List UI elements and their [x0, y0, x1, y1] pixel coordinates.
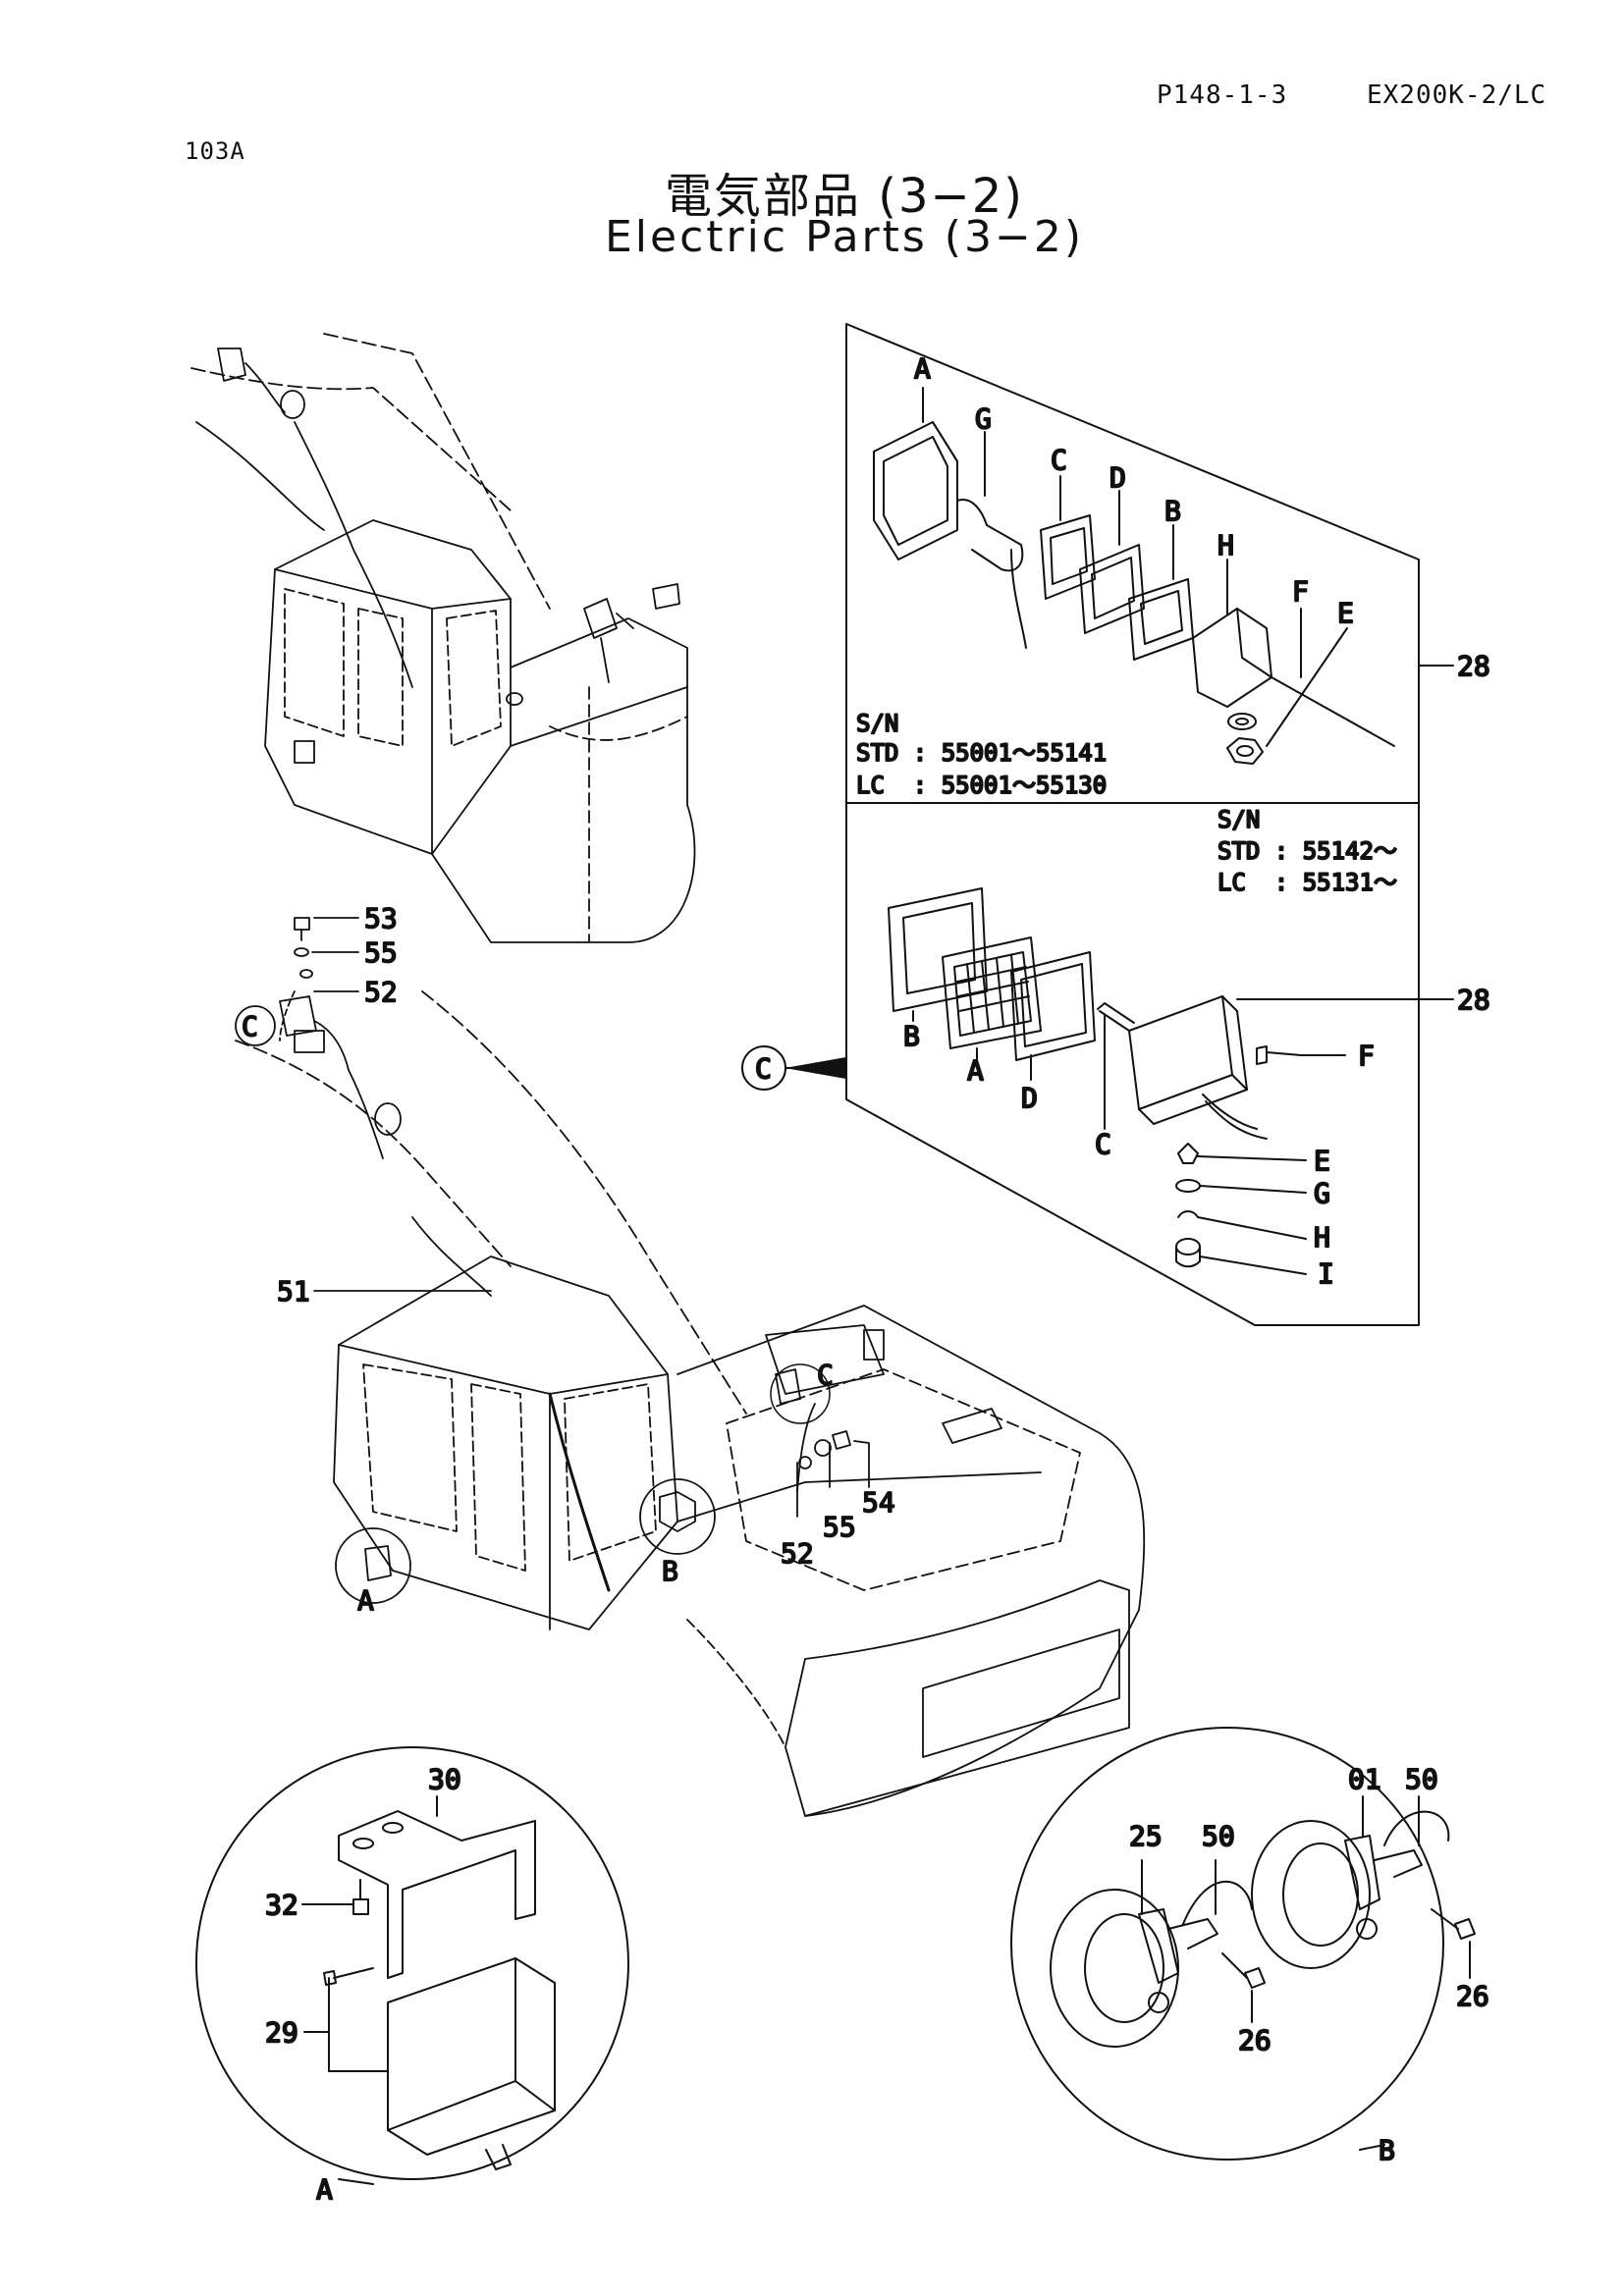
detail-b-part-50-left: 50 [1202, 1820, 1235, 1852]
upper-sn-std: STD : 55001～55141 [856, 739, 1107, 767]
title-english: Electric Parts (3−2) [605, 212, 1084, 262]
upper-label-e: E [1337, 597, 1354, 629]
title-japanese: 電気部品 (3−2) [664, 169, 1024, 224]
lower-label-c: C [1095, 1128, 1111, 1160]
upper-label-c: C [1051, 444, 1067, 476]
upper-sn-lc: LC : 55001～55130 [856, 772, 1107, 799]
upper-assy-number: 28 [1457, 650, 1490, 682]
detail-b-part-26-right: 26 [1456, 1980, 1489, 2012]
detail-a-label: A [316, 2173, 333, 2206]
ref-a: A [357, 1584, 374, 1617]
lower-assy-number: 28 [1457, 984, 1490, 1016]
upper-label-f: F [1292, 575, 1309, 608]
detail-a-part-29: 29 [265, 2016, 298, 2049]
part-52-top: 52 [364, 976, 398, 1008]
lower-label-h: H [1314, 1221, 1330, 1254]
callout-c-label: C [755, 1052, 772, 1085]
part-55-top: 55 [364, 936, 398, 969]
upper-label-b: B [1164, 495, 1181, 527]
detail-a: 30 32 29 A [195, 1746, 629, 2207]
upper-label-d: D [1109, 461, 1126, 494]
detail-a-part-32: 32 [265, 1889, 298, 1921]
detail-a-part-30: 30 [428, 1763, 461, 1795]
lower-label-e: E [1314, 1145, 1330, 1177]
upper-label-a: A [914, 352, 931, 385]
lower-sn-std: STD : 55142～ [1217, 837, 1397, 865]
part-54: 54 [862, 1486, 895, 1519]
upper-cab-drawing [190, 333, 696, 943]
upper-label-h: H [1217, 529, 1234, 561]
part-52-bottom: 52 [781, 1537, 814, 1570]
model-number: EX200K-2/LC [1367, 80, 1547, 110]
lower-label-a: A [967, 1054, 984, 1087]
detail-b-part-01: 01 [1348, 1763, 1381, 1795]
page-code: P148-1-3 [1157, 80, 1288, 110]
upper-label-g: G [975, 402, 992, 435]
detail-b-part-26-left: 26 [1238, 2024, 1271, 2056]
detail-b-label: B [1379, 2134, 1395, 2166]
part-55-bottom: 55 [823, 1511, 856, 1543]
detail-b-part-50-right: 50 [1405, 1763, 1438, 1795]
ref-c-top: C [817, 1359, 834, 1391]
upper-sn-title: S/N [856, 710, 898, 737]
detail-b: 25 50 01 50 26 26 B [1010, 1727, 1490, 2167]
lower-label-d: D [1021, 1082, 1038, 1114]
part-51: 51 [277, 1275, 310, 1308]
part-53: 53 [364, 902, 398, 934]
lower-label-i: I [1318, 1257, 1334, 1290]
lower-sn-title: S/N [1217, 806, 1260, 833]
main-excavator-drawing: C C B A 53 55 52 51 54 52 55 [235, 901, 1146, 1817]
lower-label-g: G [1314, 1177, 1330, 1209]
upper-detail-box: A G C D B H F E 28 S/N STD : 55001～55141… [845, 323, 1491, 1326]
lower-label-b: B [903, 1020, 920, 1052]
lower-detail: S/N STD : 55142～ LC : 55131～ [741, 805, 1491, 1291]
sheet-number: 103A [185, 137, 245, 165]
detail-b-part-25: 25 [1129, 1820, 1163, 1852]
ref-c-left: C [242, 1010, 258, 1042]
ref-b: B [662, 1555, 678, 1587]
lower-label-f: F [1358, 1040, 1375, 1072]
lower-sn-lc: LC : 55131～ [1217, 869, 1397, 896]
